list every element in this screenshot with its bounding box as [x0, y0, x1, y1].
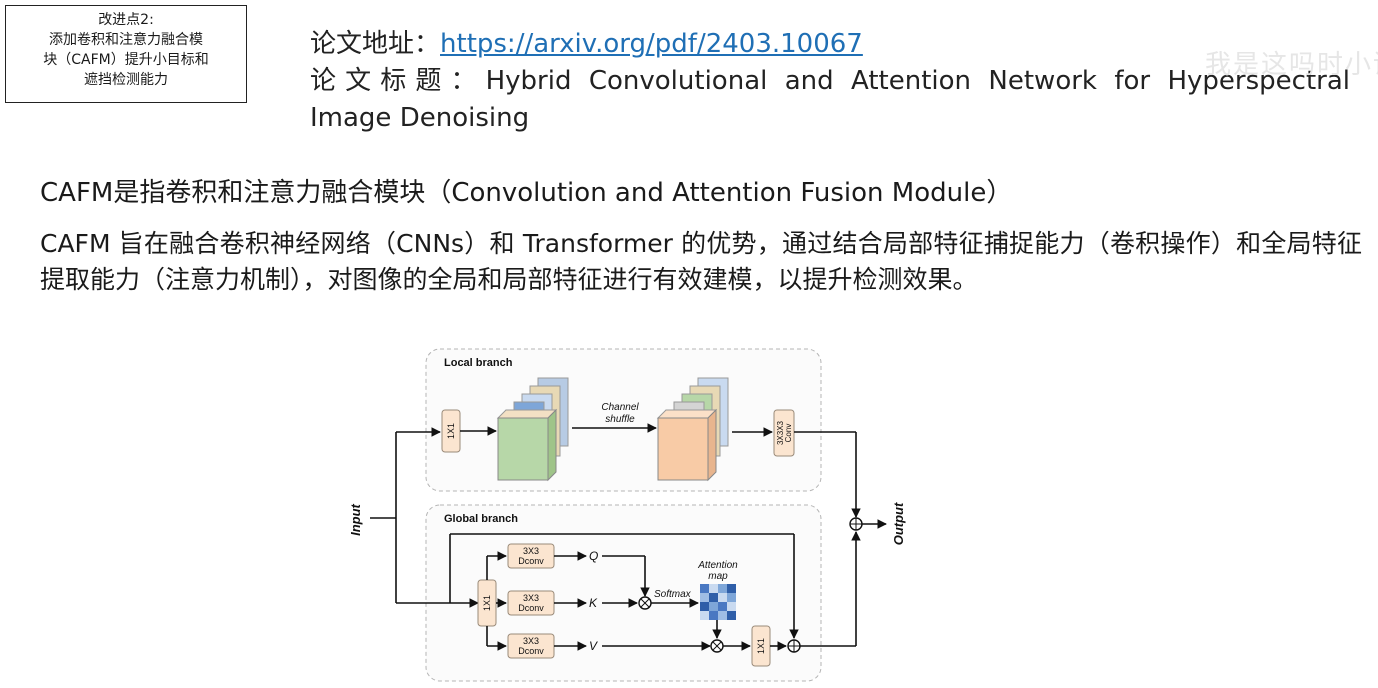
paper-url-link[interactable]: https://arxiv.org/pdf/2403.10067 — [440, 29, 863, 59]
note-line: 改进点2: — [98, 12, 154, 28]
input-label: Input — [348, 503, 363, 535]
channel-shuffle-label-2: shuffle — [605, 414, 635, 425]
local-conv1x1-label: 1X1 — [446, 423, 456, 439]
attention-map-grid — [700, 584, 736, 620]
dconv-k-label-b: Dconv — [518, 603, 544, 613]
local-branch-label: Local branch — [444, 357, 513, 369]
attention-map-label-2: map — [708, 571, 728, 582]
attention-map-label-1: Attention — [697, 560, 738, 571]
channel-shuffle-label-1: Channel — [601, 402, 639, 413]
paper-title-row: 论文标题：Hybrid Convolutional and Attention … — [310, 63, 1350, 100]
dconv-v-label-a: 3X3 — [523, 636, 539, 646]
paper-title-label: 论文标题： — [310, 66, 486, 96]
paper-title-continued: Image Denoising — [310, 103, 530, 133]
v-label: V — [589, 639, 598, 653]
q-label: Q — [589, 549, 598, 563]
cafm-definition: CAFM是指卷积和注意力融合模块（Convolution and Attenti… — [40, 178, 1013, 208]
paper-info: 论文地址：https://arxiv.org/pdf/2403.10067 论文… — [310, 26, 1350, 137]
note-line: 块（CAFM）提升小目标和 — [43, 52, 209, 68]
paper-address-row: 论文地址：https://arxiv.org/pdf/2403.10067 — [310, 26, 1350, 63]
conv3d-label-a: 3X3X3 — [776, 420, 785, 445]
dconv-q-label-b: Dconv — [518, 556, 544, 566]
global-branch-label: Global branch — [444, 513, 518, 525]
feature-cube-stack-1 — [496, 377, 569, 482]
dconv-q-label-a: 3X3 — [523, 546, 539, 556]
dconv-v-label-b: Dconv — [518, 646, 544, 656]
dconv-k-label-a: 3X3 — [523, 593, 539, 603]
global-out-conv1x1-label: 1X1 — [756, 638, 766, 654]
paper-title: Hybrid Convolutional and Attention Netwo… — [485, 66, 1350, 96]
note-line: 遮挡检测能力 — [84, 72, 168, 88]
conv3d-box — [773, 409, 795, 457]
note-line: 添加卷积和注意力融合模 — [49, 32, 203, 48]
k-label: K — [589, 596, 598, 610]
output-label: Output — [891, 502, 906, 545]
cafm-architecture-diagram: Local branch Global branch Input 1X1 Cha… — [348, 348, 906, 682]
watermark: 我是这吗时小诚 — [1205, 50, 1378, 80]
feature-cube-stack-2 — [656, 377, 729, 482]
softmax-label: Softmax — [654, 589, 692, 600]
improvement-note-box: 改进点2: 添加卷积和注意力融合模 块（CAFM）提升小目标和 遮挡检测能力 — [5, 5, 247, 103]
cafm-description: CAFM 旨在融合卷积神经网络（CNNs）和 Transformer 的优势，通… — [40, 229, 1362, 294]
global-conv1x1-label: 1X1 — [482, 595, 492, 611]
paper-address-label: 论文地址： — [310, 29, 441, 59]
conv3d-label-b: Conv — [784, 424, 793, 443]
